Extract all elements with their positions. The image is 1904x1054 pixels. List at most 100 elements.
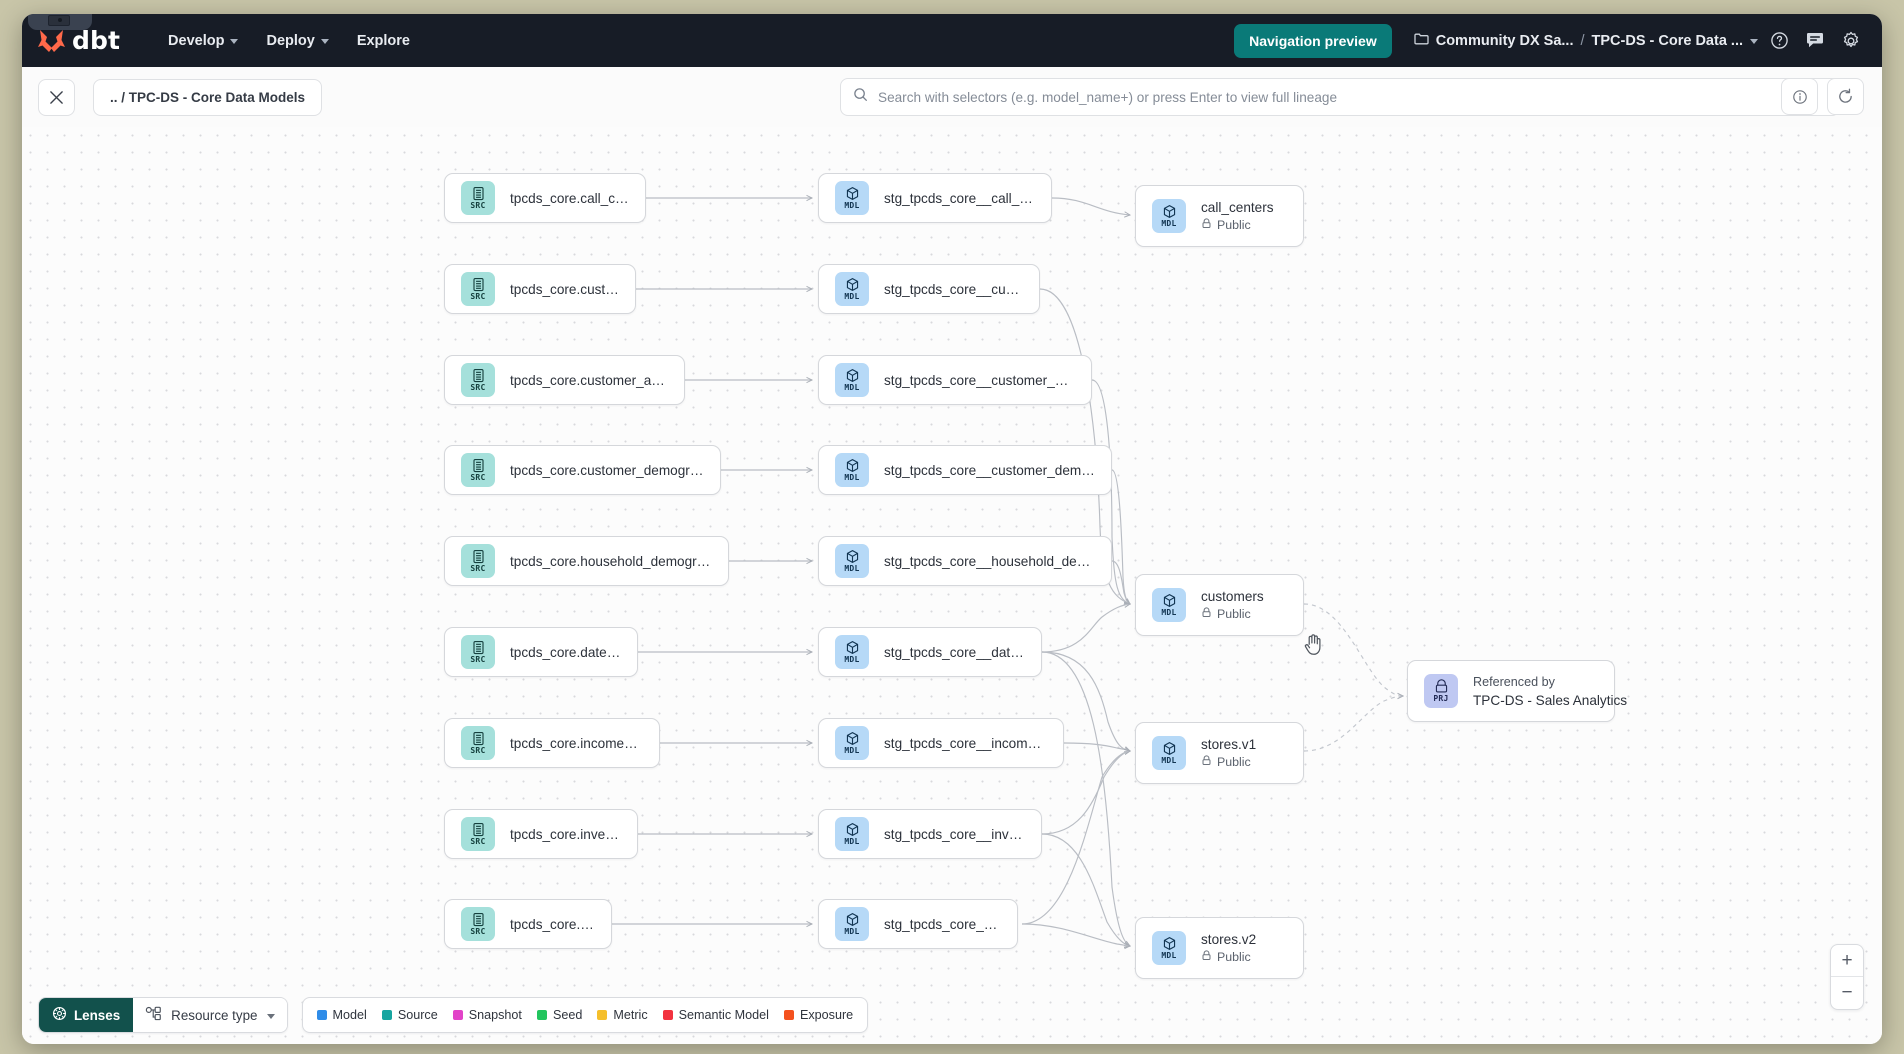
node-title: stg_tpcds_core__customer_demogra… bbox=[884, 462, 1095, 478]
chevron-down-icon bbox=[266, 1013, 275, 1019]
lineage-breadcrumb-chip[interactable]: .. / TPC-DS - Core Data Models bbox=[93, 78, 323, 116]
node-labels: tpcds_core.date_dim bbox=[510, 645, 621, 660]
feedback-icon[interactable] bbox=[1800, 26, 1830, 56]
lock-icon bbox=[1201, 950, 1212, 964]
src-badge-icon: SRC bbox=[461, 907, 495, 941]
lenses-label: Lenses bbox=[74, 1007, 121, 1023]
node-labels: stg_tpcds_core__inventory bbox=[884, 827, 1025, 842]
top-navigation-bar: dbt Develop Deploy Explore Navigation pr… bbox=[22, 14, 1882, 67]
chevron-down-icon[interactable] bbox=[1750, 39, 1758, 44]
nav-item-deploy[interactable]: Deploy bbox=[256, 26, 338, 56]
mdl-badge-icon: MDL bbox=[1152, 736, 1186, 770]
node-title: customers bbox=[1201, 589, 1264, 604]
node-access-badge: Public bbox=[1201, 218, 1274, 232]
nav-item-develop[interactable]: Develop bbox=[158, 26, 248, 56]
dbt-logo[interactable]: dbt bbox=[36, 26, 120, 55]
node-labels: stg_tpcds_core__income_band bbox=[884, 736, 1047, 751]
search-input[interactable] bbox=[878, 89, 1827, 105]
lineage-node-staging-4[interactable]: MDLstg_tpcds_core__household_demogr… bbox=[818, 536, 1112, 586]
zoom-in-button[interactable]: + bbox=[1831, 945, 1863, 977]
breadcrumb-project[interactable]: TPC-DS - Core Data ... bbox=[1591, 32, 1743, 49]
lineage-toolbar: .. / TPC-DS - Core Data Models bbox=[22, 67, 1882, 127]
node-title: call_centers bbox=[1201, 200, 1274, 215]
mdl-badge-icon: MDL bbox=[835, 453, 869, 487]
node-labels: tpcds_core.household_demographics bbox=[510, 554, 712, 569]
mdl-badge-icon: MDL bbox=[835, 635, 869, 669]
close-lineage-button[interactable] bbox=[38, 78, 75, 116]
legend-item-snapshot[interactable]: Snapshot bbox=[452, 1008, 522, 1022]
refresh-icon[interactable] bbox=[1827, 78, 1864, 115]
node-access-badge: Public bbox=[1201, 950, 1256, 964]
legend-label: Metric bbox=[613, 1008, 648, 1022]
nav-item-develop-label: Develop bbox=[168, 32, 225, 49]
lineage-edges bbox=[612, 127, 1882, 1044]
legend-item-metric[interactable]: Metric bbox=[597, 1008, 648, 1022]
legend-item-source[interactable]: Source bbox=[381, 1008, 438, 1022]
navigation-preview-button[interactable]: Navigation preview bbox=[1234, 23, 1392, 58]
dbt-mark-icon bbox=[36, 27, 68, 55]
lineage-node-staging-3[interactable]: MDL stg_tpcds_core__customer_demogra… bbox=[818, 445, 1112, 495]
legend-item-model[interactable]: Model bbox=[316, 1008, 367, 1022]
node-access-badge: Public bbox=[1201, 755, 1256, 769]
nav-item-explore[interactable]: Explore bbox=[347, 26, 420, 56]
resource-type-button[interactable]: Resource type bbox=[133, 998, 287, 1032]
node-labels: tpcds_core.customer_demographics bbox=[510, 463, 704, 478]
legend-swatch-icon bbox=[452, 1010, 463, 1020]
lock-icon bbox=[1201, 607, 1212, 621]
legend-item-semantic-model[interactable]: Semantic Model bbox=[662, 1008, 769, 1022]
breadcrumb-account[interactable]: Community DX Sa... bbox=[1435, 32, 1574, 49]
lineage-canvas[interactable]: SRCtpcds_core.call_centerSRCtpcds_core.c… bbox=[22, 127, 1882, 1044]
lenses-button[interactable]: Lenses bbox=[39, 998, 134, 1032]
notch-camera-indicator bbox=[28, 14, 92, 30]
legend-item-exposure[interactable]: Exposure bbox=[783, 1008, 853, 1022]
node-access-label: Public bbox=[1217, 950, 1251, 964]
src-badge-icon: SRC bbox=[461, 726, 495, 760]
mdl-badge-icon: MDL bbox=[1152, 931, 1186, 965]
bottom-toolbar: Lenses Resource type Model Source Snapshot… bbox=[22, 986, 1882, 1044]
gear-icon[interactable] bbox=[1836, 26, 1866, 56]
help-circle-icon[interactable] bbox=[1764, 26, 1794, 56]
zoom-out-button[interactable]: − bbox=[1841, 982, 1853, 1003]
mdl-badge-icon: MDL bbox=[835, 272, 869, 306]
legend-swatch-icon bbox=[597, 1010, 608, 1020]
legend-label: Model bbox=[332, 1008, 367, 1022]
nodes-icon bbox=[145, 1006, 162, 1024]
mdl-badge-icon: MDL bbox=[835, 181, 869, 215]
node-access-badge: Public bbox=[1201, 607, 1264, 621]
zoom-controls: + − bbox=[1830, 944, 1864, 1010]
node-title: tpcds_core.store bbox=[510, 916, 595, 932]
search-box[interactable] bbox=[840, 78, 1840, 116]
node-title: stg_tpcds_core__household_demogr… bbox=[884, 553, 1095, 569]
node-title: stores.v1 bbox=[1201, 737, 1257, 752]
lineage-node-sources-8[interactable]: SRC tpcds_core.store bbox=[444, 899, 612, 949]
legend-item-seed[interactable]: Seed bbox=[536, 1008, 582, 1022]
info-circle-icon[interactable] bbox=[1781, 78, 1818, 115]
app-window: dbt Develop Deploy Explore Navigation pr… bbox=[22, 14, 1882, 1044]
node-title: tpcds_core.inventory bbox=[510, 826, 621, 842]
node-labels: stg_tpcds_core__customer_address bbox=[884, 373, 1075, 388]
node-title: tpcds_core.household_demographics bbox=[510, 553, 712, 569]
